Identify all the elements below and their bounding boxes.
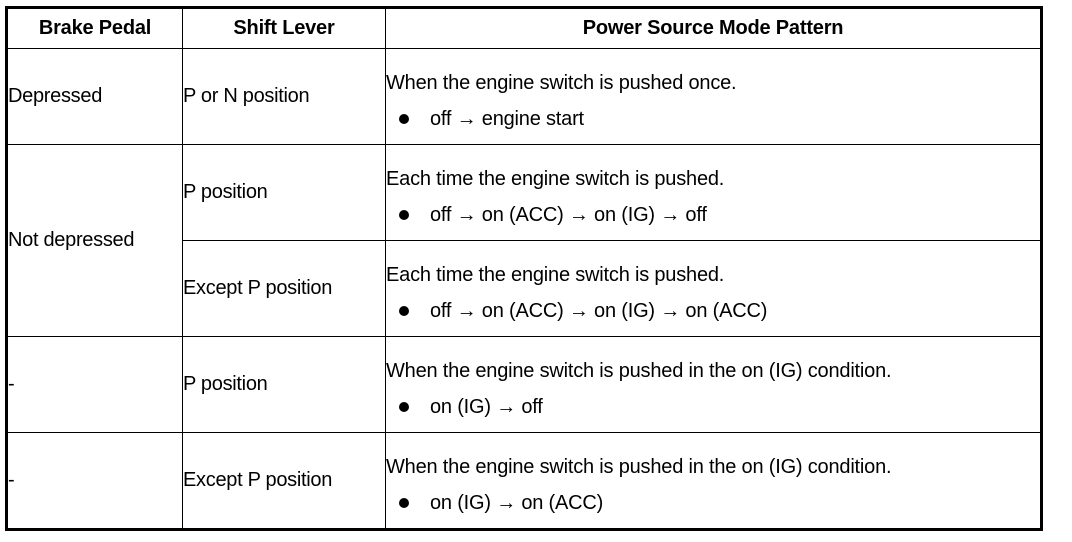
pattern-bullet-item: on (IG) → off [386, 382, 1040, 418]
column-header-shift-lever: Shift Lever [182, 7, 386, 49]
table-row: Except P position Each time the engine s… [7, 240, 1042, 337]
cell-brake-pedal: Depressed [6, 48, 183, 145]
table-row: - Except P position When the engine swit… [6, 432, 1042, 530]
cell-power-source-mode-pattern: When the engine switch is pushed in the … [385, 432, 1042, 530]
cell-brake-pedal: - [6, 432, 183, 530]
pattern-bullet-text: off → engine start [430, 108, 584, 130]
column-header-brake-pedal: Brake Pedal [6, 7, 183, 49]
column-header-power-source-mode-pattern: Power Source Mode Pattern [385, 7, 1042, 49]
table-header-row: Brake Pedal Shift Lever Power Source Mod… [6, 7, 1042, 49]
cell-power-source-mode-pattern: Each time the engine switch is pushed. o… [385, 240, 1042, 337]
pattern-lead-text: Each time the engine switch is pushed. [386, 263, 725, 286]
cell-shift-lever: Except P position [182, 432, 386, 530]
pattern-bullet-text: on (IG) → off [430, 396, 543, 418]
pattern-lead-text: Each time the engine switch is pushed. [386, 167, 725, 190]
cell-power-source-mode-pattern: When the engine switch is pushed in the … [385, 336, 1042, 433]
bullet-dot-icon [399, 114, 409, 125]
table-body: Depressed P or N position When the engin… [6, 48, 1042, 530]
table-header: Brake Pedal Shift Lever Power Source Mod… [6, 7, 1042, 49]
pattern-bullet-text: on (IG) → on (ACC) [430, 492, 604, 514]
pattern-bullet-item: on (IG) → on (ACC) [386, 478, 1040, 514]
bullet-dot-icon [399, 306, 409, 317]
power-source-mode-table: Brake Pedal Shift Lever Power Source Mod… [5, 6, 1043, 531]
cell-shift-lever: Except P position [182, 240, 386, 337]
bullet-dot-icon [399, 402, 409, 413]
pattern-bullet-item: off → on (ACC) → on (IG) → off [386, 190, 1040, 226]
table-row: - P position When the engine switch is p… [6, 336, 1042, 433]
pattern-lead-text: When the engine switch is pushed in the … [386, 455, 892, 478]
cell-shift-lever: P or N position [182, 48, 386, 145]
pattern-bullet-item: off → on (ACC) → on (IG) → on (ACC) [386, 286, 1040, 322]
pattern-lead-text: When the engine switch is pushed once. [386, 71, 737, 94]
pattern-bullet-item: off → engine start [386, 94, 1040, 130]
bullet-dot-icon [399, 210, 409, 221]
cell-brake-pedal: Not depressed [6, 144, 183, 337]
pattern-lead-text: When the engine switch is pushed in the … [386, 359, 892, 382]
cell-power-source-mode-pattern: When the engine switch is pushed once. o… [385, 48, 1042, 145]
table-row: Depressed P or N position When the engin… [6, 48, 1042, 145]
cell-shift-lever: P position [182, 336, 386, 433]
pattern-bullet-text: off → on (ACC) → on (IG) → off [430, 204, 707, 226]
cell-brake-pedal: - [6, 336, 183, 433]
pattern-bullet-text: off → on (ACC) → on (IG) → on (ACC) [430, 300, 768, 322]
bullet-dot-icon [399, 498, 409, 509]
cell-shift-lever: P position [182, 144, 386, 241]
table-row: Not depressed P position Each time the e… [6, 144, 1042, 337]
cell-power-source-mode-pattern: Each time the engine switch is pushed. o… [385, 144, 1042, 241]
